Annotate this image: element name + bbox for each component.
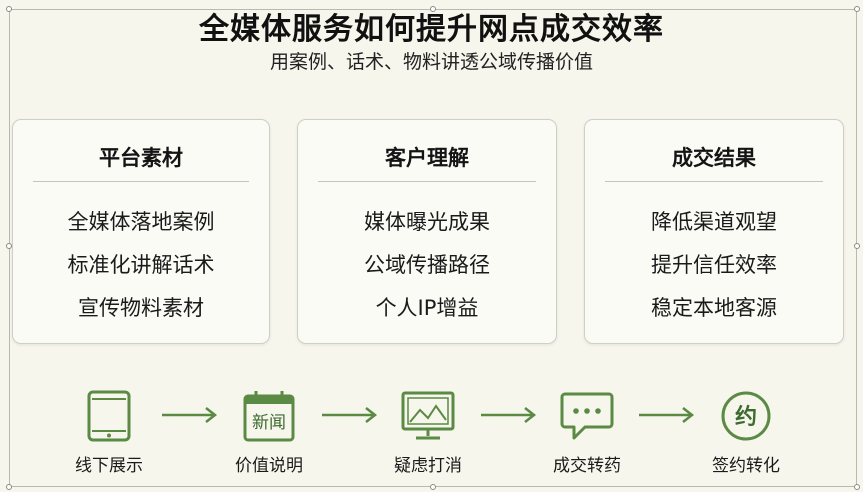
- resize-handle-top-right[interactable]: [854, 6, 860, 12]
- chat-bubble-icon: [560, 392, 614, 440]
- card-divider: [318, 181, 536, 182]
- flow-step-label: 价值说明: [235, 456, 303, 476]
- tablet-icon: [87, 390, 131, 442]
- resize-handle-top-center[interactable]: [430, 6, 436, 12]
- card-item: 媒体曝光成果: [364, 210, 490, 234]
- resize-handle-bottom-center[interactable]: [430, 484, 436, 490]
- card-title: 平台素材: [99, 146, 183, 170]
- card-item: 降低渠道观望: [651, 210, 777, 234]
- page-subtitle: 用案例、话术、物料讲透公域传播价值: [269, 51, 593, 73]
- card-item: 全媒体落地案例: [67, 210, 215, 234]
- page-title: 全媒体服务如何提升网点成交效率: [199, 12, 664, 47]
- card-customer-understanding: 客户理解 媒体曝光成果 公域传播路径 个人IP增益: [297, 119, 557, 344]
- card-item: 个人IP增益: [375, 296, 479, 320]
- card-divider: [605, 181, 823, 182]
- resize-handle-top-left[interactable]: [6, 6, 12, 12]
- resize-handle-middle-right[interactable]: [854, 243, 860, 249]
- resize-handle-bottom-left[interactable]: [6, 484, 12, 490]
- monitor-chart-icon: [401, 391, 455, 440]
- arrow-right-icon: [481, 407, 537, 423]
- flow-step-label: 签约转化: [712, 456, 780, 476]
- card-item: 标准化讲解话术: [67, 253, 215, 277]
- resize-handle-bottom-right[interactable]: [854, 484, 860, 490]
- news-calendar-icon: 新闻: [243, 391, 295, 442]
- flow-step-label: 线下展示: [75, 456, 143, 476]
- card-deal-results: 成交结果 降低渠道观望 提升信任效率 稳定本地客源: [584, 119, 844, 344]
- news-icon-text: 新闻: [252, 413, 286, 433]
- card-platform-materials: 平台素材 全媒体落地案例 标准化讲解话术 宣传物料素材: [12, 119, 270, 344]
- flow-step-label: 成交转药: [553, 456, 621, 476]
- card-divider: [33, 181, 249, 182]
- seal-icon: 约: [721, 391, 771, 441]
- card-item: 提升信任效率: [651, 253, 777, 277]
- resize-handle-middle-left[interactable]: [6, 243, 12, 249]
- card-item: 宣传物料素材: [78, 296, 204, 320]
- arrow-right-icon: [162, 407, 218, 423]
- card-title: 成交结果: [672, 146, 756, 170]
- seal-icon-text: 约: [735, 404, 757, 430]
- arrow-right-icon: [639, 407, 695, 423]
- card-item: 稳定本地客源: [651, 296, 777, 320]
- card-item: 公域传播路径: [364, 253, 490, 277]
- flow-step-label: 疑虑打消: [394, 456, 462, 476]
- arrow-right-icon: [322, 407, 378, 423]
- card-title: 客户理解: [385, 146, 469, 170]
